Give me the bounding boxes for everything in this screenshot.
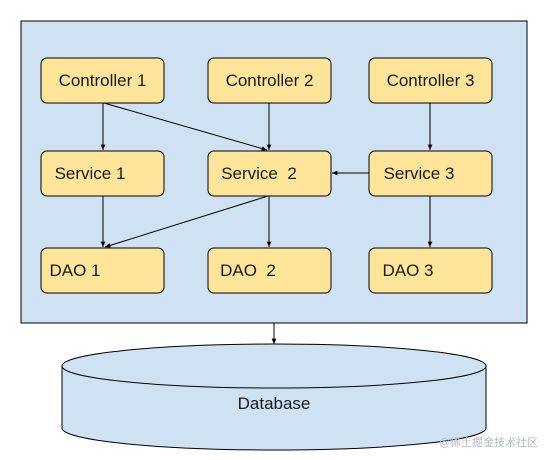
service-2-label: Service 2: [221, 164, 297, 183]
dao-1-label: DAO 1: [49, 261, 100, 280]
service-3-label: Service 3: [384, 164, 455, 183]
dao-3-node: DAO 3: [368, 247, 493, 294]
database-label: Database: [238, 394, 311, 413]
controller-1-node: Controller 1: [40, 57, 165, 104]
arrow-controller1-to-service2: [103, 102, 268, 151]
controller-2-label: Controller 2: [226, 71, 314, 90]
controller-2-node: Controller 2: [207, 57, 332, 104]
service-1-label: Service 1: [55, 164, 126, 183]
service-1-node: Service 1: [40, 150, 165, 197]
arrow-service2-to-dao1: [104, 195, 269, 248]
controller-3-label: Controller 3: [387, 71, 475, 90]
service-3-node: Service 3: [368, 150, 493, 197]
dao-1-node: DAO 1: [40, 247, 165, 294]
service-2-node: Service 2: [207, 150, 332, 197]
database-cylinder: Database: [61, 343, 487, 451]
dao-2-node: DAO 2: [207, 247, 332, 294]
dao-3-label: DAO 3: [382, 261, 433, 280]
controller-1-label: Controller 1: [59, 71, 147, 90]
dao-2-label: DAO 2: [220, 261, 276, 280]
controller-3-node: Controller 3: [368, 57, 493, 104]
watermark-text: @稀土掘金技术社区: [439, 436, 538, 449]
